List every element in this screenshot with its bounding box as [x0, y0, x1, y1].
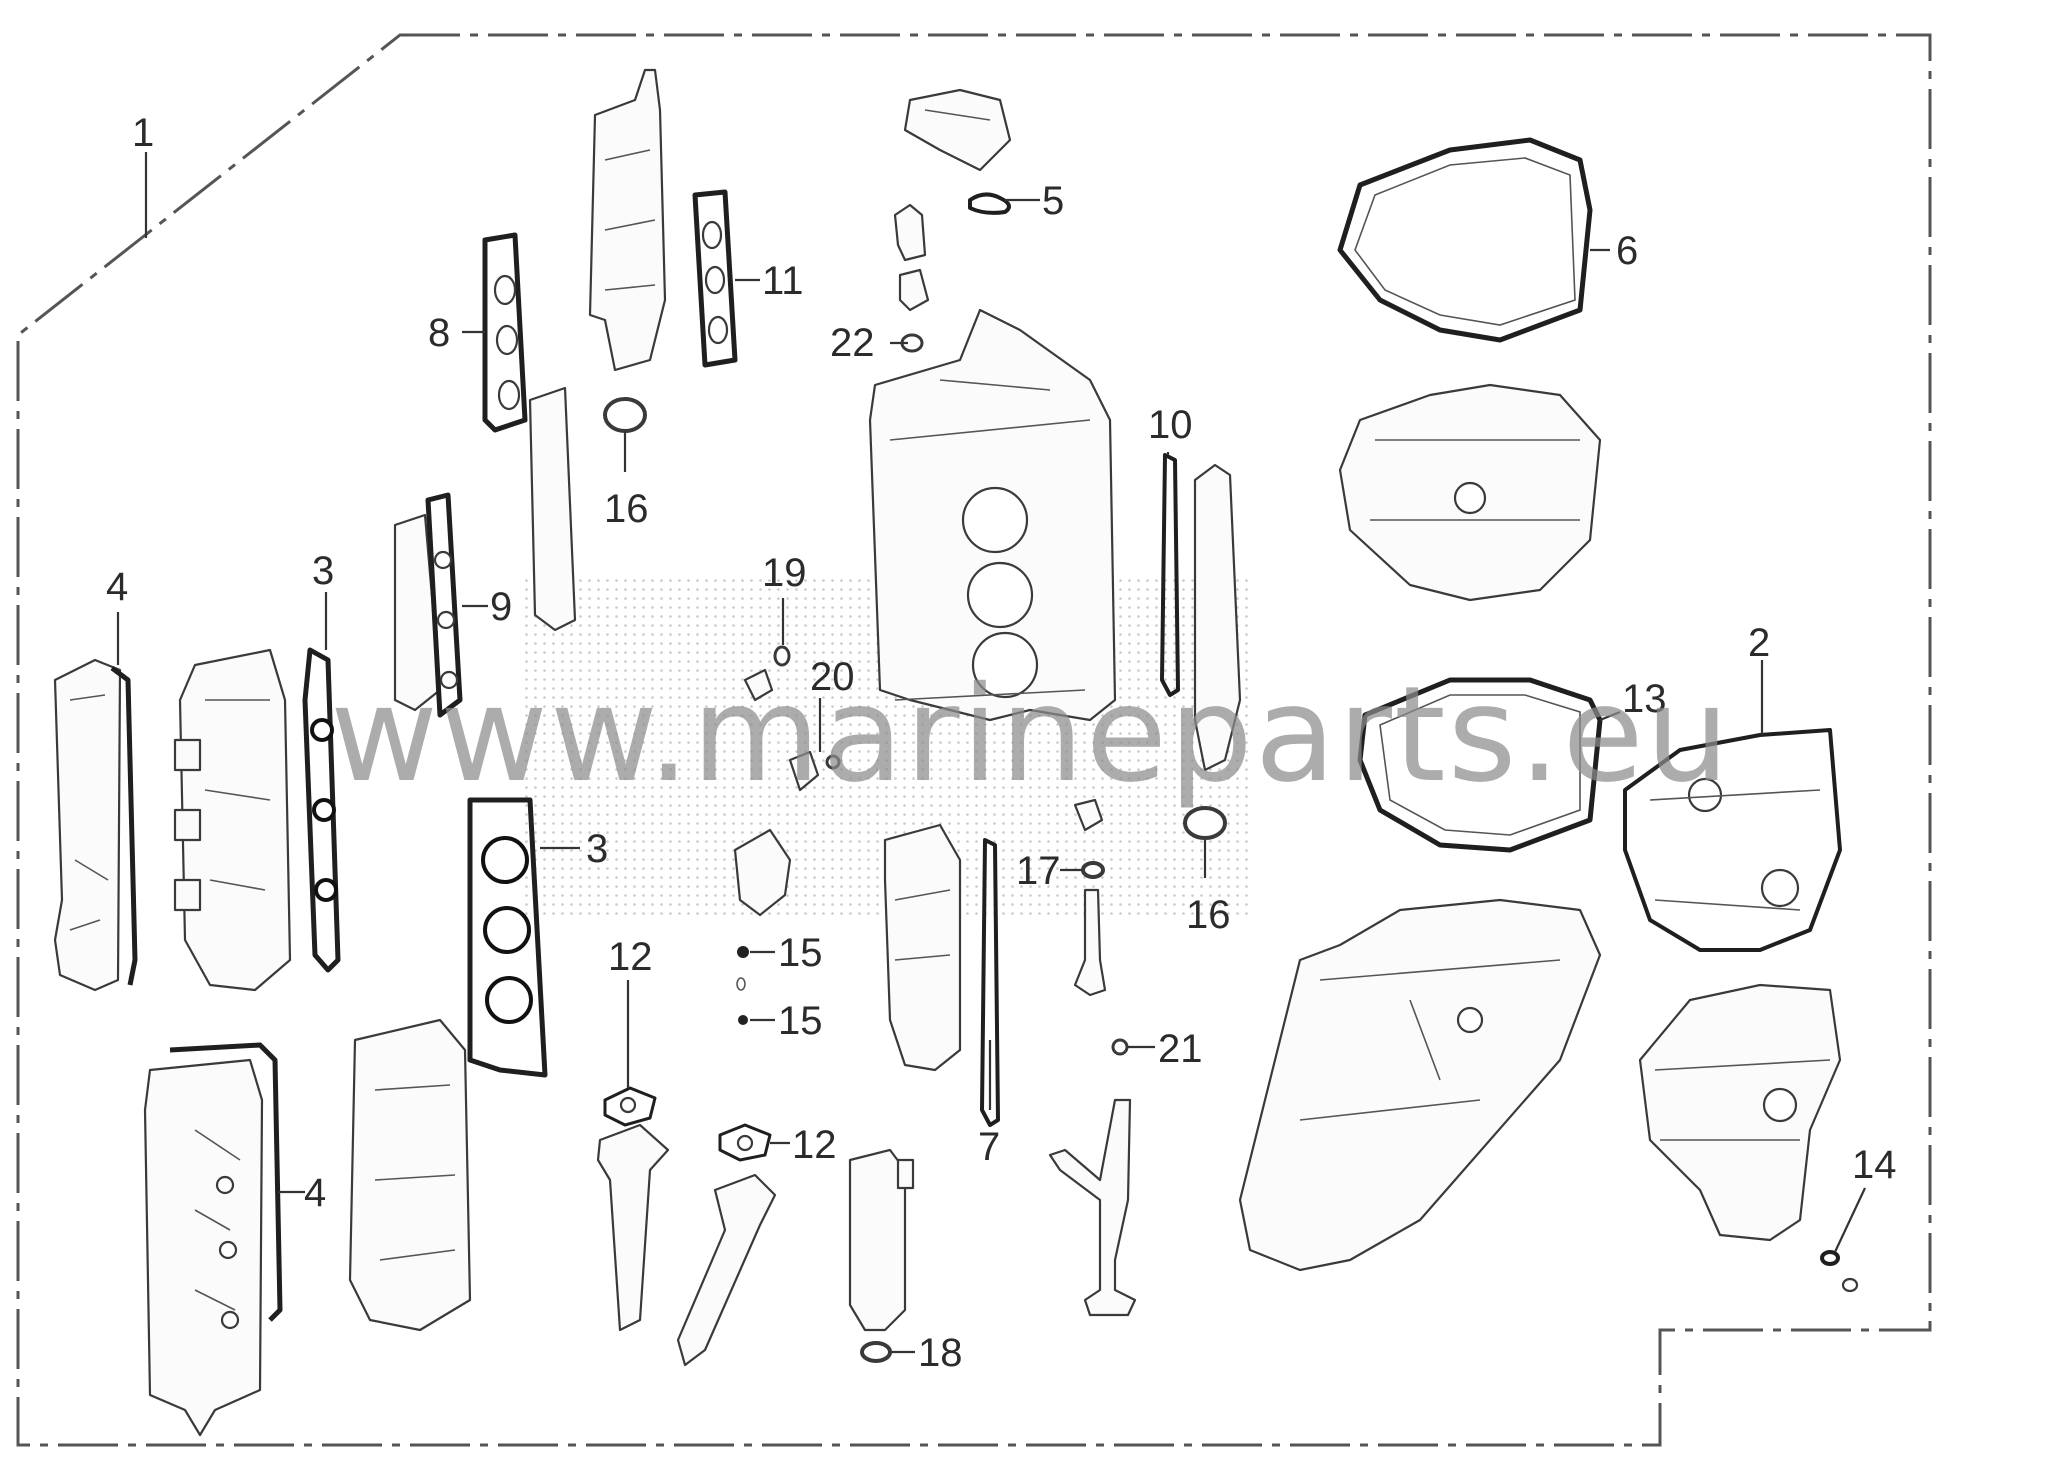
watermark-text: www.marineparts.eu — [330, 658, 1731, 812]
callout-3-lower: 3 — [586, 827, 608, 871]
fitting-17 — [1073, 798, 1104, 832]
callout-16-upper: 16 — [604, 487, 649, 531]
callout-18: 18 — [918, 1331, 963, 1375]
gasket-10 — [1160, 453, 1180, 697]
callout-20: 20 — [810, 655, 855, 699]
o-ring-16-upper — [603, 397, 647, 433]
head-gasket-left — [302, 647, 341, 973]
dipstick-lower — [1048, 1098, 1137, 1317]
intake-gasket-8 — [482, 232, 528, 433]
callout-17: 17 — [1016, 849, 1061, 893]
gasket-12-lower — [718, 1123, 772, 1162]
drain-washer-14 — [1820, 1250, 1840, 1266]
callout-19: 19 — [762, 551, 807, 595]
crankcase-cover — [1338, 383, 1602, 602]
thermostat — [893, 203, 927, 262]
valve-cover-lower — [143, 1058, 264, 1437]
sensor-19 — [743, 668, 774, 702]
callout-9: 9 — [490, 585, 512, 629]
callout-11: 11 — [762, 259, 804, 303]
o-ring-17 — [1081, 861, 1105, 879]
exhaust-gasket-11 — [692, 189, 738, 368]
valve-cover-upper — [53, 658, 122, 992]
exhaust-manifold-center — [883, 823, 962, 1072]
callout-labels: 1 2 3 3 4 4 5 6 7 8 9 10 11 12 12 13 14 … — [106, 111, 1897, 1375]
callout-21: 21 — [1158, 1027, 1203, 1071]
cover-plate-2 — [1623, 728, 1842, 952]
callout-10: 10 — [1148, 403, 1193, 447]
oil-pan-sump — [1638, 983, 1842, 1242]
callout-4-upper: 4 — [106, 565, 128, 609]
oil-filter-housing — [848, 1148, 915, 1332]
seal-15-middle — [736, 977, 746, 991]
callout-8: 8 — [428, 311, 450, 355]
exhaust-plate-right — [1193, 463, 1242, 772]
callout-15-upper: 15 — [778, 931, 823, 975]
valve-cover-gasket-upper — [110, 666, 138, 986]
callout-12-upper: 12 — [608, 935, 653, 979]
seal-15-upper — [737, 946, 749, 958]
oil-pan-large — [1238, 898, 1602, 1272]
head-gasket-right — [467, 797, 548, 1078]
callout-14: 14 — [1852, 1143, 1897, 1187]
callout-2: 2 — [1748, 621, 1770, 665]
thermostat-cover — [903, 88, 1012, 172]
water-pipe-upper — [596, 1123, 670, 1332]
manifold-gasket-9 — [393, 492, 463, 718]
sensor-20 — [788, 750, 820, 792]
drain-bolt-14 — [1841, 1277, 1859, 1293]
exhaust-manifold-top — [588, 68, 667, 372]
manifold-gasket-7 — [980, 838, 1000, 1127]
water-pipe-lower — [676, 1173, 777, 1367]
cylinder-head-left — [173, 648, 292, 992]
o-ring-19 — [773, 645, 791, 667]
callout-5: 5 — [1042, 179, 1064, 223]
o-ring-20 — [825, 754, 841, 770]
dipstick-upper — [1073, 888, 1107, 997]
thermostat-housing — [898, 268, 930, 312]
callout-22: 22 — [830, 321, 875, 365]
callout-6: 6 — [1616, 229, 1638, 273]
crankcase-block — [868, 308, 1117, 722]
oil-pump-fitting — [733, 828, 792, 917]
callout-15-lower: 15 — [778, 999, 823, 1043]
callout-1: 1 — [132, 111, 154, 155]
gasket-6 — [1337, 137, 1593, 343]
kit-boundary — [16, 33, 1932, 1447]
callout-3-upper: 3 — [312, 549, 334, 593]
thermostat-gasket-5 — [968, 192, 1011, 215]
leader-lines — [116, 152, 1866, 1354]
callout-16-lower: 16 — [1186, 893, 1231, 937]
cylinder-head-right — [348, 1018, 472, 1332]
callout-7: 7 — [978, 1125, 1000, 1169]
o-ring-18 — [860, 1341, 892, 1363]
intake-manifold-left — [528, 386, 577, 632]
o-ring-21 — [1111, 1038, 1129, 1056]
valve-cover-gasket-lower — [169, 1042, 283, 1322]
gasket-13 — [1357, 677, 1603, 853]
o-ring-16-lower — [1183, 806, 1227, 840]
callout-4-lower: 4 — [304, 1171, 326, 1215]
seal-15-lower — [738, 1015, 748, 1025]
callout-12-lower: 12 — [792, 1123, 837, 1167]
callout-13: 13 — [1622, 677, 1667, 721]
gasket-12-upper — [603, 1086, 657, 1127]
